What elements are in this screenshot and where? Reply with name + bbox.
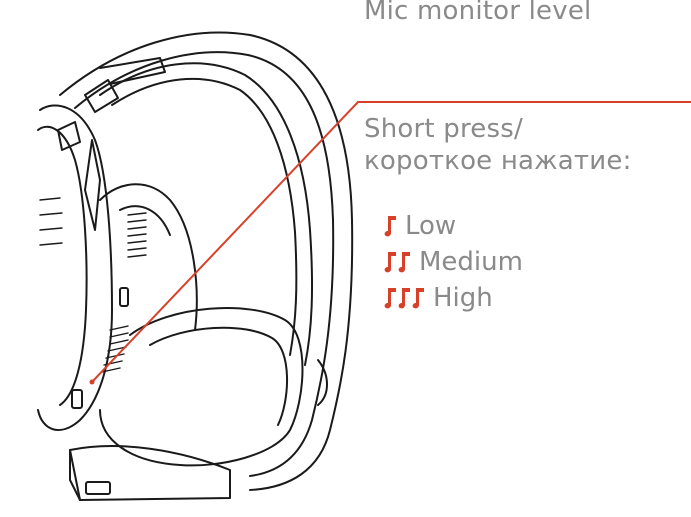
level-low: Low	[384, 211, 456, 241]
music-note-icon	[384, 214, 397, 238]
music-note-icon	[384, 286, 425, 310]
headband-outer	[59, 31, 354, 491]
usb-port-icon	[85, 481, 111, 495]
headband-inner	[74, 51, 335, 477]
mic-monitor-title: Mic monitor level	[364, 0, 592, 26]
music-note-icon	[384, 250, 411, 274]
level-label: Medium	[419, 247, 523, 277]
short-press-label: Short press/	[364, 114, 523, 144]
ear-cushion	[99, 307, 304, 467]
short-press-label-ru: короткое нажатие:	[364, 146, 632, 176]
level-label: High	[433, 283, 493, 313]
level-label: Low	[405, 211, 457, 241]
level-medium: Medium	[384, 247, 523, 277]
level-high: High	[384, 283, 493, 313]
pointer-line	[91, 101, 691, 383]
earcup-shell	[37, 104, 113, 431]
